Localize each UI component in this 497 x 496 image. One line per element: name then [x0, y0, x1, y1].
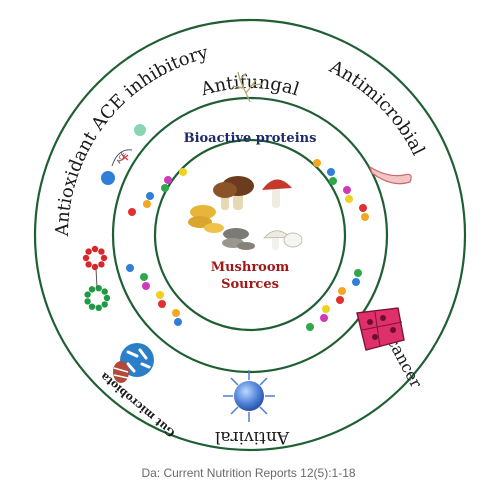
virus-icon [223, 370, 275, 422]
peptide-bead [164, 176, 172, 184]
molecule-atom [103, 294, 111, 302]
peptide-bead [352, 278, 360, 286]
label-antiviral: Antiviral [215, 427, 290, 447]
label-ace-inhibitory: ACE inhibitory [87, 42, 211, 135]
gut-bacteria-icon [113, 343, 154, 383]
peptide-bead [354, 269, 362, 277]
middle-ring [111, 96, 389, 374]
cancer-cells-icon [356, 307, 405, 351]
molecule-atom [88, 303, 96, 310]
molecule-atom [95, 304, 102, 311]
peptide-bead [143, 200, 151, 208]
worm-microbe-icon [368, 165, 412, 185]
molecule-atom [84, 291, 91, 298]
molecule-atom [101, 301, 108, 308]
molecule-bond [95, 267, 98, 289]
peptide-chains [126, 159, 369, 331]
peptide-bead [158, 300, 166, 308]
outer-ring [33, 18, 467, 452]
red-mushroom-icon [262, 179, 292, 208]
molecule-ring-icon [82, 245, 111, 311]
center-title-line2: Sources [221, 277, 279, 292]
peptide-bead [179, 168, 187, 176]
peptide-bead [329, 177, 337, 185]
brown-mushroom-icon [213, 176, 254, 210]
peptide-bead [126, 264, 134, 272]
peptide-bead [338, 287, 346, 295]
molecule-atom [88, 286, 96, 293]
peptide-bead [306, 323, 314, 331]
peptide-bead [336, 296, 344, 304]
label-gut-microbiota: Gut microbiota [98, 370, 178, 440]
peptide-bead [174, 318, 182, 326]
peptide-bead [156, 291, 164, 299]
peptide-bead [146, 192, 154, 200]
peptide-bead [140, 273, 148, 281]
white-mushroom-icon [263, 230, 303, 250]
molecule-atom [85, 261, 92, 268]
molecule-atom [84, 298, 91, 305]
label-antifungal: Antifungal [198, 72, 302, 101]
molecule-atom [91, 245, 99, 253]
peptide-bead [161, 184, 169, 192]
peptide-bead [322, 305, 330, 313]
source-caption: Da: Current Nutrition Reports 12(5):1-18 [141, 466, 356, 480]
peptide-bead [320, 314, 328, 322]
yellow-oyster-mushroom-icon [188, 205, 224, 233]
label-bioactive-proteins: Bioactive proteins [184, 131, 317, 146]
peptide-bead [313, 159, 321, 167]
grey-oyster-mushroom-icon [222, 228, 255, 250]
mushroom-cluster-icon [188, 176, 303, 250]
molecule-atom [85, 248, 92, 255]
center-title-line1: Mushroom [211, 260, 290, 275]
peptide-bead [359, 204, 367, 212]
molecule-atom [98, 261, 105, 268]
peptide-bead [343, 186, 351, 194]
molecule-atom [98, 248, 105, 255]
peptide-bead [327, 168, 335, 176]
peptide-bead [172, 309, 180, 317]
inner-ring [153, 138, 347, 332]
label-antimicrobial: Antimicrobial [325, 56, 428, 159]
peptide-bead [361, 213, 369, 221]
molecule-atom [82, 254, 90, 262]
peptide-bead [142, 282, 150, 290]
label-antioxidant: Antioxidant [52, 127, 102, 237]
peptide-bead [345, 195, 353, 203]
molecule-atom [101, 288, 108, 295]
molecule-atom [100, 254, 108, 262]
molecule-atom [91, 263, 99, 271]
peptide-bead [128, 208, 136, 216]
fungal-hyphae-icon [232, 71, 263, 103]
